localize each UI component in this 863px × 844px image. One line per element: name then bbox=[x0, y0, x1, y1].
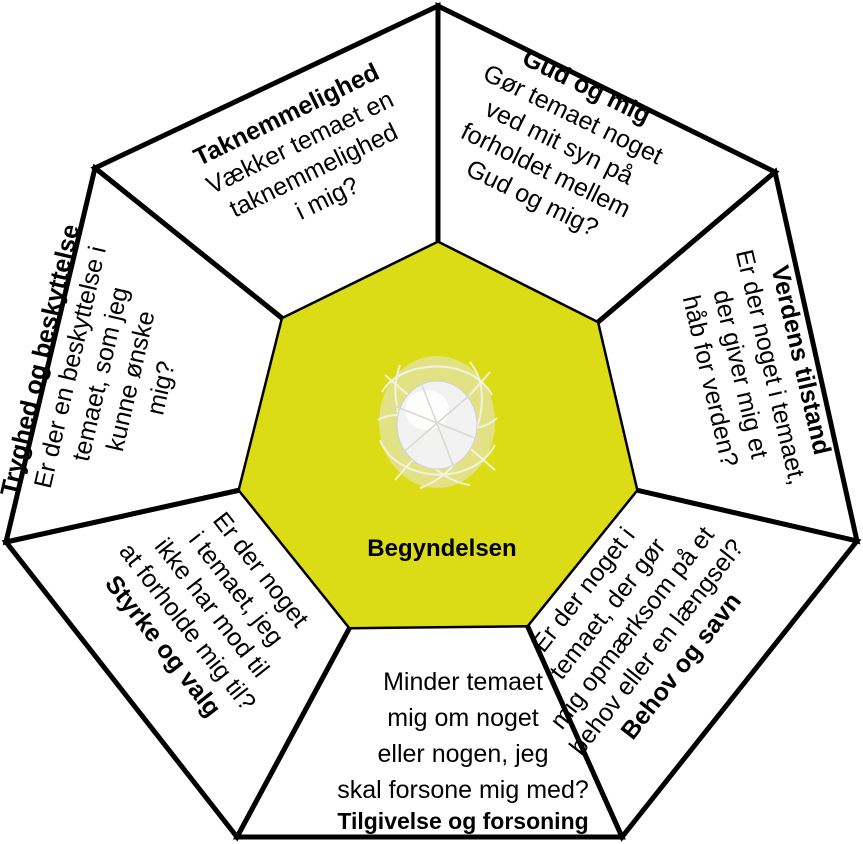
segment-line: eller nogen, jeg bbox=[378, 740, 549, 768]
egg-in-nest-image bbox=[377, 356, 498, 489]
segment-line: mig om noget bbox=[387, 704, 539, 732]
segment-title-tilgivelse-og-forsoning: Tilgivelse og forsoning bbox=[337, 808, 588, 834]
label-group-tilgivelse-og-forsoning: Minder temaet mig om noget eller nogen, … bbox=[337, 668, 589, 834]
segment-line: skal forsone mig med? bbox=[337, 776, 589, 804]
center-label: Begyndelsen bbox=[367, 535, 516, 562]
segment-line: Minder temaet bbox=[383, 668, 543, 696]
